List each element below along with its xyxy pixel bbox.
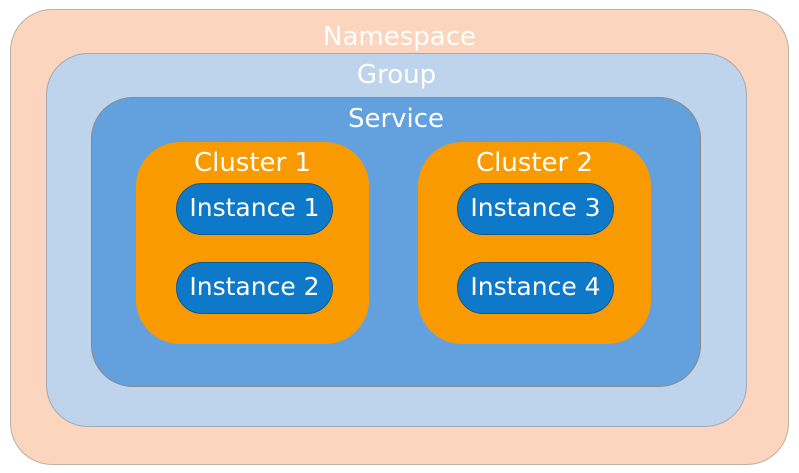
instance-label-1: Instance 1 [189,193,320,222]
namespace-label: Namespace [323,22,476,52]
service-label: Service [347,104,445,134]
instance-label-2: Instance 2 [189,272,320,301]
instance-label-3: Instance 3 [470,193,601,222]
instance-label-4: Instance 4 [470,272,601,301]
instance-node-1: Instance 1 [176,183,333,235]
instance-node-3: Instance 3 [457,183,614,235]
cluster-label-1: Cluster 1 [193,148,312,178]
group-label: Group [356,60,437,90]
cluster-label-2: Cluster 2 [475,148,594,178]
instance-node-4: Instance 4 [457,262,614,314]
instance-node-2: Instance 2 [176,262,333,314]
